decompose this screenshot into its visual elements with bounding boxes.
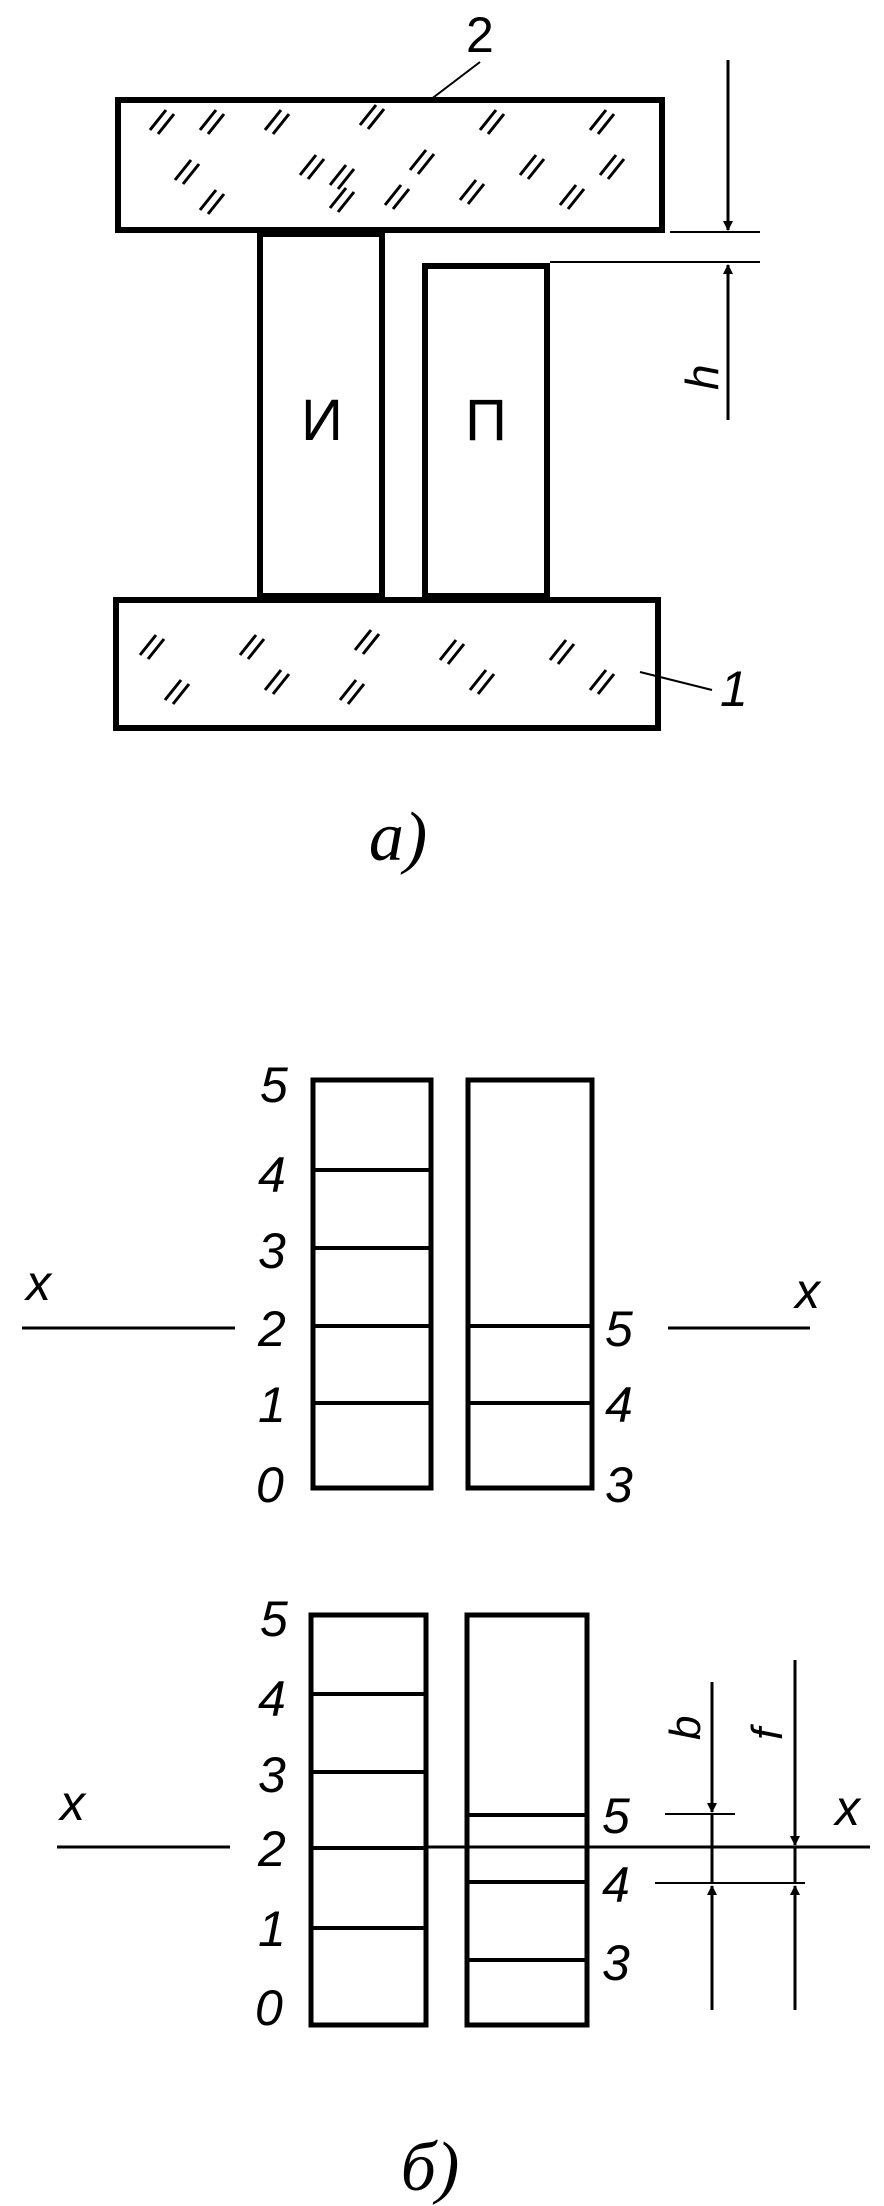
- right-scale: 5 4 3: [602, 1788, 630, 1991]
- bottom-plate: [113, 597, 661, 731]
- bottom-plate-number: 1: [720, 661, 748, 717]
- caption-b: б): [401, 2129, 460, 2206]
- axis-label-right: x: [793, 1263, 822, 1319]
- scale-mark: 5: [260, 1591, 288, 1647]
- block-left-letter: И: [301, 388, 343, 453]
- left-bar: [308, 1612, 429, 2028]
- axis-label-right: x: [833, 1780, 862, 1836]
- offset-dimensions: [655, 1660, 805, 2010]
- block-right: [422, 263, 550, 599]
- axis-label-left: x: [58, 1775, 87, 1831]
- scale-mark: 0: [256, 1457, 284, 1513]
- scale-mark: 0: [255, 1980, 283, 2036]
- scale-mark: 3: [258, 1223, 286, 1279]
- dim-b-label: b: [661, 1716, 710, 1740]
- scale-mark: 3: [602, 1935, 630, 1991]
- top-plate: [115, 97, 665, 233]
- bottom-plate-leader: [639, 671, 713, 691]
- scale-mark: 3: [258, 1747, 286, 1803]
- axis-label-left: x: [24, 1255, 53, 1311]
- gap-dimension: [550, 60, 760, 420]
- left-scale: 5 4 3 2 1 0: [256, 1057, 288, 1513]
- scale-mark: 4: [605, 1377, 633, 1433]
- right-scale: 5 4 3: [605, 1301, 633, 1513]
- scale-mark: 1: [258, 1901, 286, 1957]
- scale-mark: 3: [605, 1457, 633, 1513]
- top-plate-leader: [429, 61, 481, 101]
- left-scale: 5 4 3 2 1 0: [255, 1591, 288, 2036]
- part-a: 2 И П 1: [113, 7, 760, 876]
- part-b-top-pair: x x 5 4 3 2 1 0 5 4 3: [22, 1057, 822, 1513]
- block-right-letter: П: [465, 388, 507, 453]
- glass-hatch-top: [148, 104, 626, 215]
- scale-mark: 2: [257, 1821, 286, 1877]
- left-bar: [310, 1077, 434, 1491]
- right-bar: [465, 1077, 595, 1491]
- dim-f-label: f: [743, 1723, 792, 1740]
- gap-label: h: [676, 364, 728, 390]
- scale-mark: 1: [258, 1377, 286, 1433]
- scale-mark: 4: [602, 1857, 630, 1913]
- glass-hatch-bottom: [138, 629, 616, 705]
- scale-mark: 5: [605, 1301, 633, 1357]
- right-bar: [464, 1612, 590, 2028]
- block-left: [257, 231, 385, 599]
- scale-mark: 2: [257, 1301, 286, 1357]
- top-plate-number: 2: [466, 7, 494, 63]
- scale-mark: 4: [258, 1671, 286, 1727]
- scale-mark: 5: [260, 1057, 288, 1113]
- scale-mark: 4: [258, 1147, 286, 1203]
- caption-a: а): [369, 799, 427, 876]
- part-b-bottom-pair: x x 5 4 3 2 1 0 5 4 3 b f: [57, 1591, 870, 2036]
- scale-mark: 5: [602, 1788, 630, 1844]
